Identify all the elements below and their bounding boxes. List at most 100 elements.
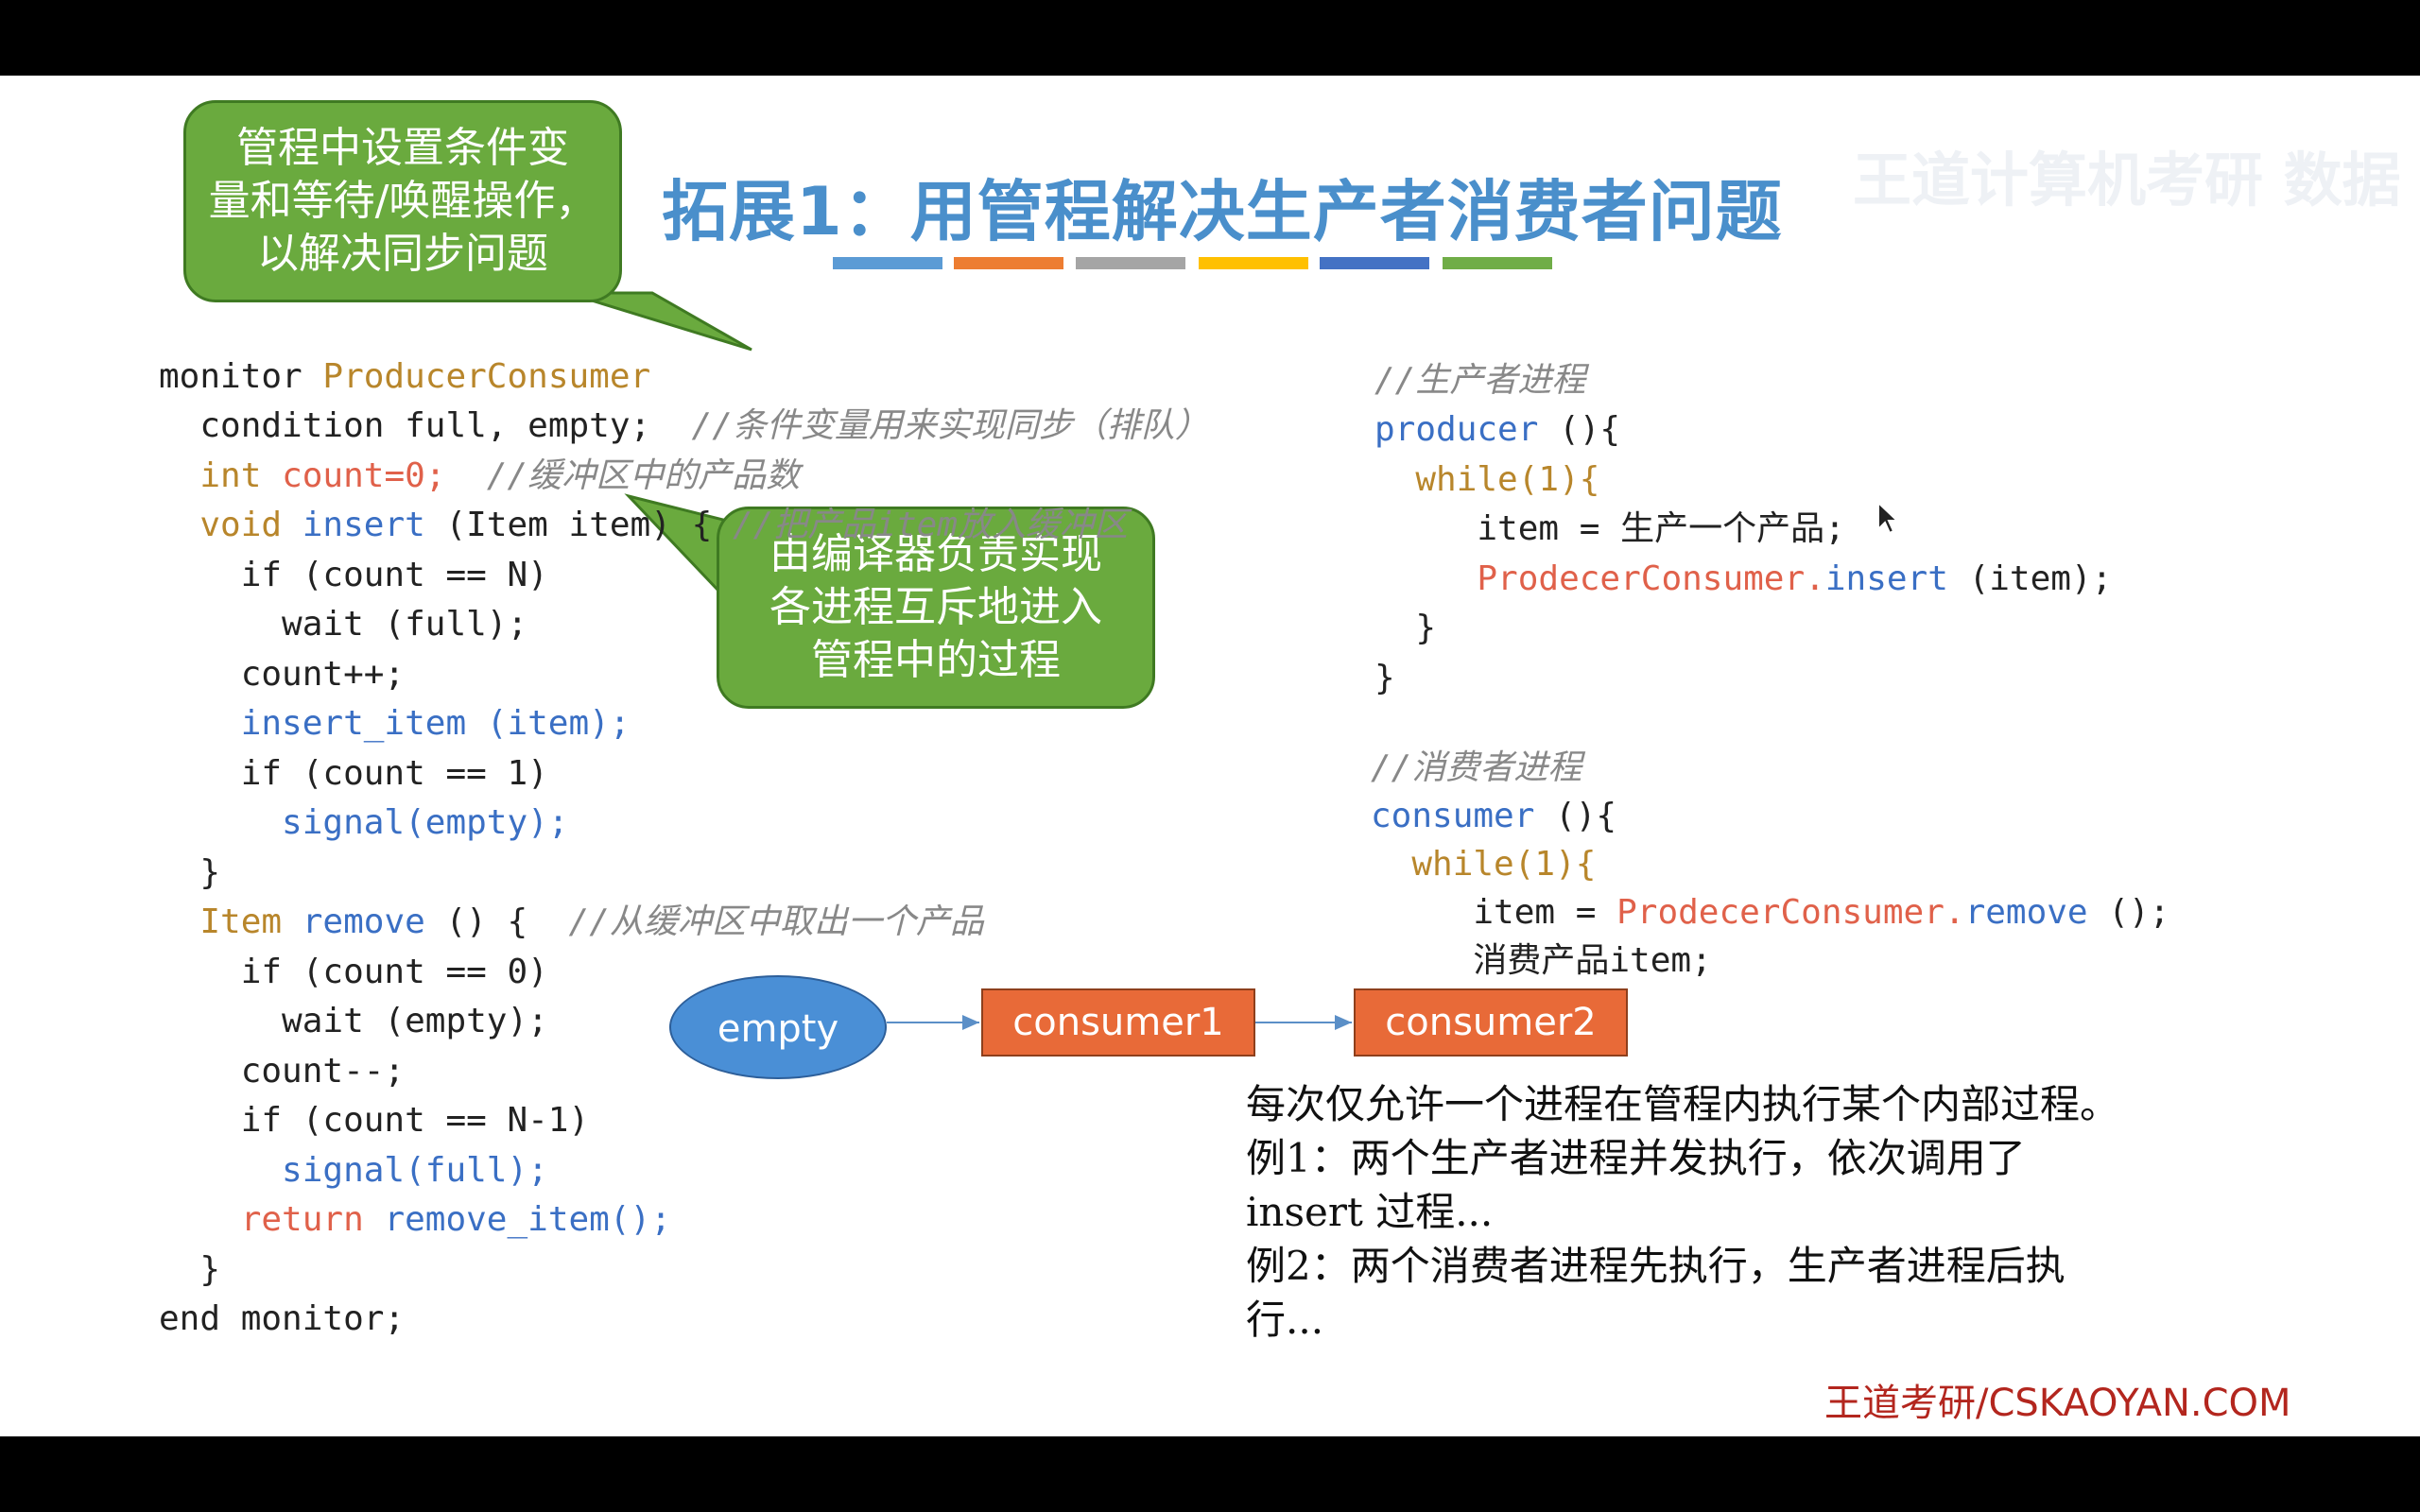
code-keyword: while(1){	[1415, 459, 1600, 499]
code-text: if (count == 1)	[240, 753, 548, 793]
code-comment: //把产品item放入缓冲区	[732, 506, 1128, 544]
code-line: if (count == 0)	[159, 948, 1209, 998]
code-line: }	[159, 849, 1209, 899]
callout-line: 由编译器负责实现	[769, 530, 1102, 578]
code-line: if (count == N)	[159, 551, 1209, 601]
code-function: consumer	[1371, 797, 1535, 835]
code-line: count++;	[159, 650, 1209, 700]
callout-line: 量和等待/唤醒操作，	[208, 177, 597, 225]
slide: 王道计算机考研 数据 拓展1：用管程解决生产者消费者问题 管程中设置条件变 量和…	[0, 76, 2420, 1436]
code-line: insert_item (item);	[159, 699, 1209, 749]
code-text: remove_item();	[384, 1200, 671, 1239]
code-line: }	[1374, 654, 2112, 704]
code-text: end monitor;	[159, 1299, 406, 1338]
code-identifier: ProdecerConsumer.	[1477, 558, 1825, 598]
code-keyword: void	[199, 506, 283, 544]
code-text: if (count == N-1)	[240, 1101, 590, 1140]
code-text: }	[199, 852, 221, 892]
code-comment: //缓冲区中的产品数	[486, 455, 801, 495]
explanation-line: 行...	[1246, 1297, 1324, 1343]
slide-title: 拓展1：用管程解决生产者消费者问题	[662, 173, 1783, 250]
code-line: int count=0; //缓冲区中的产品数	[159, 452, 1209, 502]
queue-item-consumer1: consumer1	[981, 988, 1255, 1057]
code-keyword: int	[199, 455, 262, 495]
code-comment: //从缓冲区中取出一个产品	[568, 902, 984, 941]
callout-compiler-mutex: 由编译器负责实现 各进程互斥地进入 管程中的过程	[717, 507, 1155, 709]
explanation-line: 例1：两个生产者进程并发执行，依次调用了	[1246, 1135, 2026, 1181]
code-function: insert	[1824, 558, 1948, 598]
code-text: () {	[445, 902, 528, 941]
callout-line: 管程中的过程	[811, 636, 1061, 684]
explanation-text: 每次仅允许一个进程在管程内执行某个内部过程。 例1：两个生产者进程并发执行，依次…	[1246, 1077, 2248, 1347]
condition-empty-node: empty	[669, 975, 887, 1079]
code-line: count--;	[159, 1047, 1209, 1097]
color-bar	[1076, 257, 1185, 269]
code-comment: //生产者进程	[1374, 360, 1586, 400]
code-line: while(1){	[1374, 455, 2112, 506]
code-text: signal(full);	[282, 1150, 548, 1190]
code-function: insert	[302, 506, 425, 544]
code-text: wait (full);	[282, 605, 528, 644]
code-line: signal(empty);	[159, 799, 1209, 849]
code-keyword: Item	[199, 902, 283, 941]
code-line: void insert (Item item) { //把产品item放入缓冲区	[159, 501, 1209, 551]
code-text: signal(empty);	[282, 803, 569, 842]
code-text: count=0;	[282, 455, 446, 495]
color-bar	[1320, 257, 1429, 269]
code-line: if (count == N-1)	[159, 1096, 1209, 1146]
code-line: }	[159, 1246, 1209, 1296]
code-text: (){	[1559, 410, 1621, 449]
code-function: remove	[302, 902, 425, 941]
code-text: (Item item) {	[445, 506, 713, 544]
code-text: }	[199, 1249, 221, 1289]
code-line: Item remove () { //从缓冲区中取出一个产品	[159, 898, 1209, 948]
code-text: insert_item (item);	[240, 704, 631, 743]
queue-arrows	[887, 1015, 1352, 1030]
code-text: item =	[1473, 893, 1617, 932]
code-comment: //消费者进程	[1371, 748, 1582, 787]
code-line: end monitor;	[159, 1295, 1209, 1345]
code-line: condition full, empty; //条件变量用来实现同步（排队）	[159, 402, 1209, 452]
code-keyword: while(1){	[1411, 845, 1597, 884]
code-keyword: return	[240, 1200, 364, 1239]
consumer-code: //消费者进程 consumer (){ while(1){ item = Pro…	[1371, 696, 2169, 1129]
callout-line: 各进程互斥地进入	[769, 583, 1102, 631]
code-line: ProdecerConsumer.insert (item);	[1374, 555, 2112, 605]
code-line: wait (empty);	[159, 997, 1209, 1047]
code-line: if (count == 1)	[159, 749, 1209, 799]
callout-line: 以解决同步问题	[257, 230, 548, 278]
code-line: //生产者进程	[1374, 356, 2112, 406]
code-text: if (count == N)	[240, 555, 548, 594]
code-text: if (count == 0)	[240, 952, 548, 991]
footer-brand: 王道考研/CSKAOYAN.COM	[1824, 1382, 2291, 1425]
code-line: //消费者进程	[1371, 744, 2169, 792]
code-line: item = 生产一个产品;	[1374, 505, 2112, 555]
code-line: while(1){	[1371, 840, 2169, 888]
code-text: (item);	[1968, 558, 2113, 598]
code-line: 消费产品item;	[1371, 936, 2169, 985]
code-function: remove	[1964, 893, 2088, 932]
code-line: item = ProdecerConsumer.remove ();	[1371, 888, 2169, 936]
producer-code: //生产者进程 producer (){ while(1){ item = 生产一…	[1374, 306, 2112, 802]
callout-tails	[566, 291, 752, 594]
explanation-line: 每次仅允许一个进程在管程内执行某个内部过程。	[1246, 1081, 2120, 1127]
code-line: producer (){	[1374, 405, 2112, 455]
code-text: }	[1374, 658, 1395, 697]
code-text: item = 生产一个产品;	[1477, 509, 1845, 548]
explanation-line: 例2：两个消费者进程先执行，生产者进程后执	[1246, 1243, 2066, 1289]
color-bar	[954, 257, 1063, 269]
code-text: ();	[2108, 893, 2170, 932]
code-line: monitor ProducerConsumer	[159, 352, 1209, 403]
code-function: producer	[1374, 410, 1539, 449]
code-text: wait (empty);	[282, 1002, 548, 1040]
callout-monitor-sync: 管程中设置条件变 量和等待/唤醒操作， 以解决同步问题	[183, 100, 622, 302]
code-line: return remove_item();	[159, 1195, 1209, 1246]
mouse-cursor-icon	[1877, 501, 1900, 535]
code-line: consumer (){	[1371, 792, 2169, 840]
code-line: wait (full);	[159, 600, 1209, 650]
color-bar	[1199, 257, 1308, 269]
monitor-code: monitor ProducerConsumer condition full,…	[159, 302, 1209, 1436]
color-bar	[833, 257, 942, 269]
code-line: }	[1374, 604, 2112, 654]
explanation-line: insert 过程...	[1246, 1189, 1494, 1235]
